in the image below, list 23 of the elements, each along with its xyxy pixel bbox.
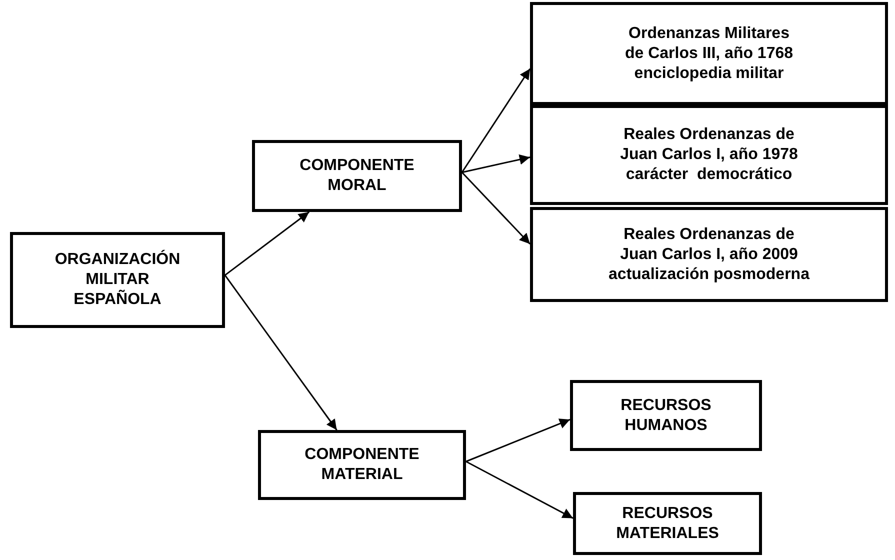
text-box bbox=[10, 232, 225, 328]
node-label: COMPONENTE MATERIAL bbox=[304, 445, 420, 485]
node-label: COMPONENTE MORAL bbox=[298, 156, 416, 196]
node-label: RECURSOS HUMANOS bbox=[620, 396, 712, 436]
arrow bbox=[466, 418, 570, 462]
text-box bbox=[570, 380, 762, 451]
node-label: Ordenanzas Militares de Carlos III, año 1768 enciclopedia militar bbox=[624, 24, 794, 84]
arrow bbox=[224, 274, 338, 430]
text-box bbox=[530, 105, 888, 205]
arrow bbox=[462, 154, 530, 174]
arrow bbox=[466, 460, 574, 519]
arrow bbox=[461, 172, 531, 244]
text-box bbox=[258, 430, 466, 500]
text-box bbox=[573, 492, 762, 555]
node-label: RECURSOS MATERIALES bbox=[615, 504, 720, 544]
node-label: Reales Ordenanzas de Juan Carlos I, año 1978 carácter democrático bbox=[619, 125, 799, 185]
node-label: ORGANIZACIÓN MILITAR ESPAÑOLA bbox=[54, 250, 182, 310]
arrow bbox=[224, 211, 310, 276]
text-box bbox=[530, 207, 888, 302]
text-box bbox=[252, 140, 462, 212]
node-label: Reales Ordenanzas de Juan Carlos I, año 2009 actualización posmoderna bbox=[608, 224, 811, 284]
text-box bbox=[530, 2, 888, 105]
arrow bbox=[461, 68, 531, 173]
